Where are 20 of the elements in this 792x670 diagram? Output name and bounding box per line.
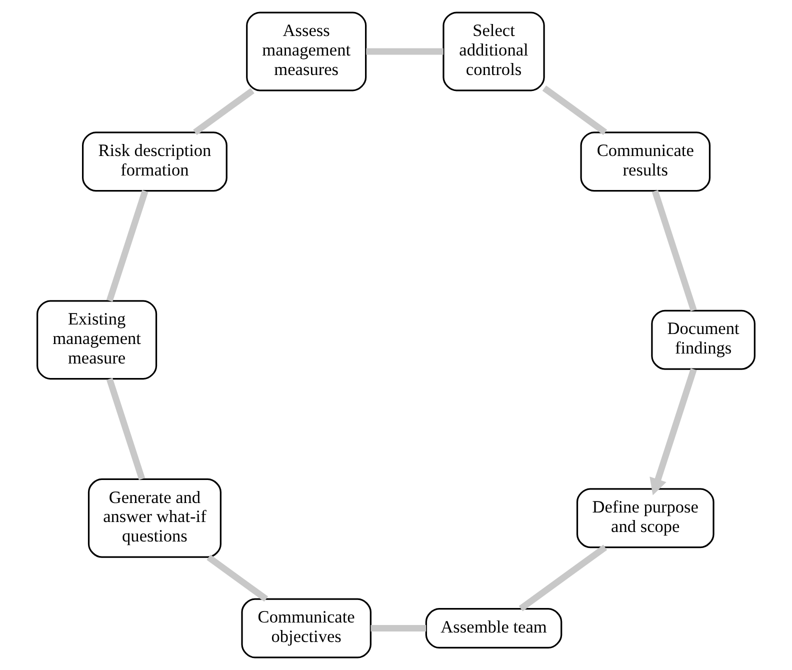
connector bbox=[106, 190, 148, 302]
arrow bbox=[650, 368, 697, 496]
connector bbox=[518, 544, 608, 612]
connector bbox=[652, 190, 697, 312]
node-box: Existing management measure bbox=[36, 300, 158, 380]
connector bbox=[370, 625, 426, 632]
node-box: Define purpose and scope bbox=[576, 488, 714, 548]
connector bbox=[366, 48, 444, 55]
node-box: Assess management measures bbox=[246, 12, 367, 92]
node-box: Document findings bbox=[651, 310, 756, 370]
node-box: Assemble team bbox=[425, 608, 562, 649]
node-box: Select additional controls bbox=[442, 12, 545, 92]
connector bbox=[106, 378, 146, 480]
node-box: Risk description formation bbox=[82, 132, 228, 192]
node-box: Communicate objectives bbox=[241, 598, 372, 658]
connector bbox=[193, 88, 254, 135]
connector bbox=[542, 86, 608, 136]
node-box: Communicate results bbox=[580, 132, 711, 192]
node-box: Generate and answer what-if questions bbox=[88, 478, 222, 558]
connector bbox=[206, 554, 268, 602]
